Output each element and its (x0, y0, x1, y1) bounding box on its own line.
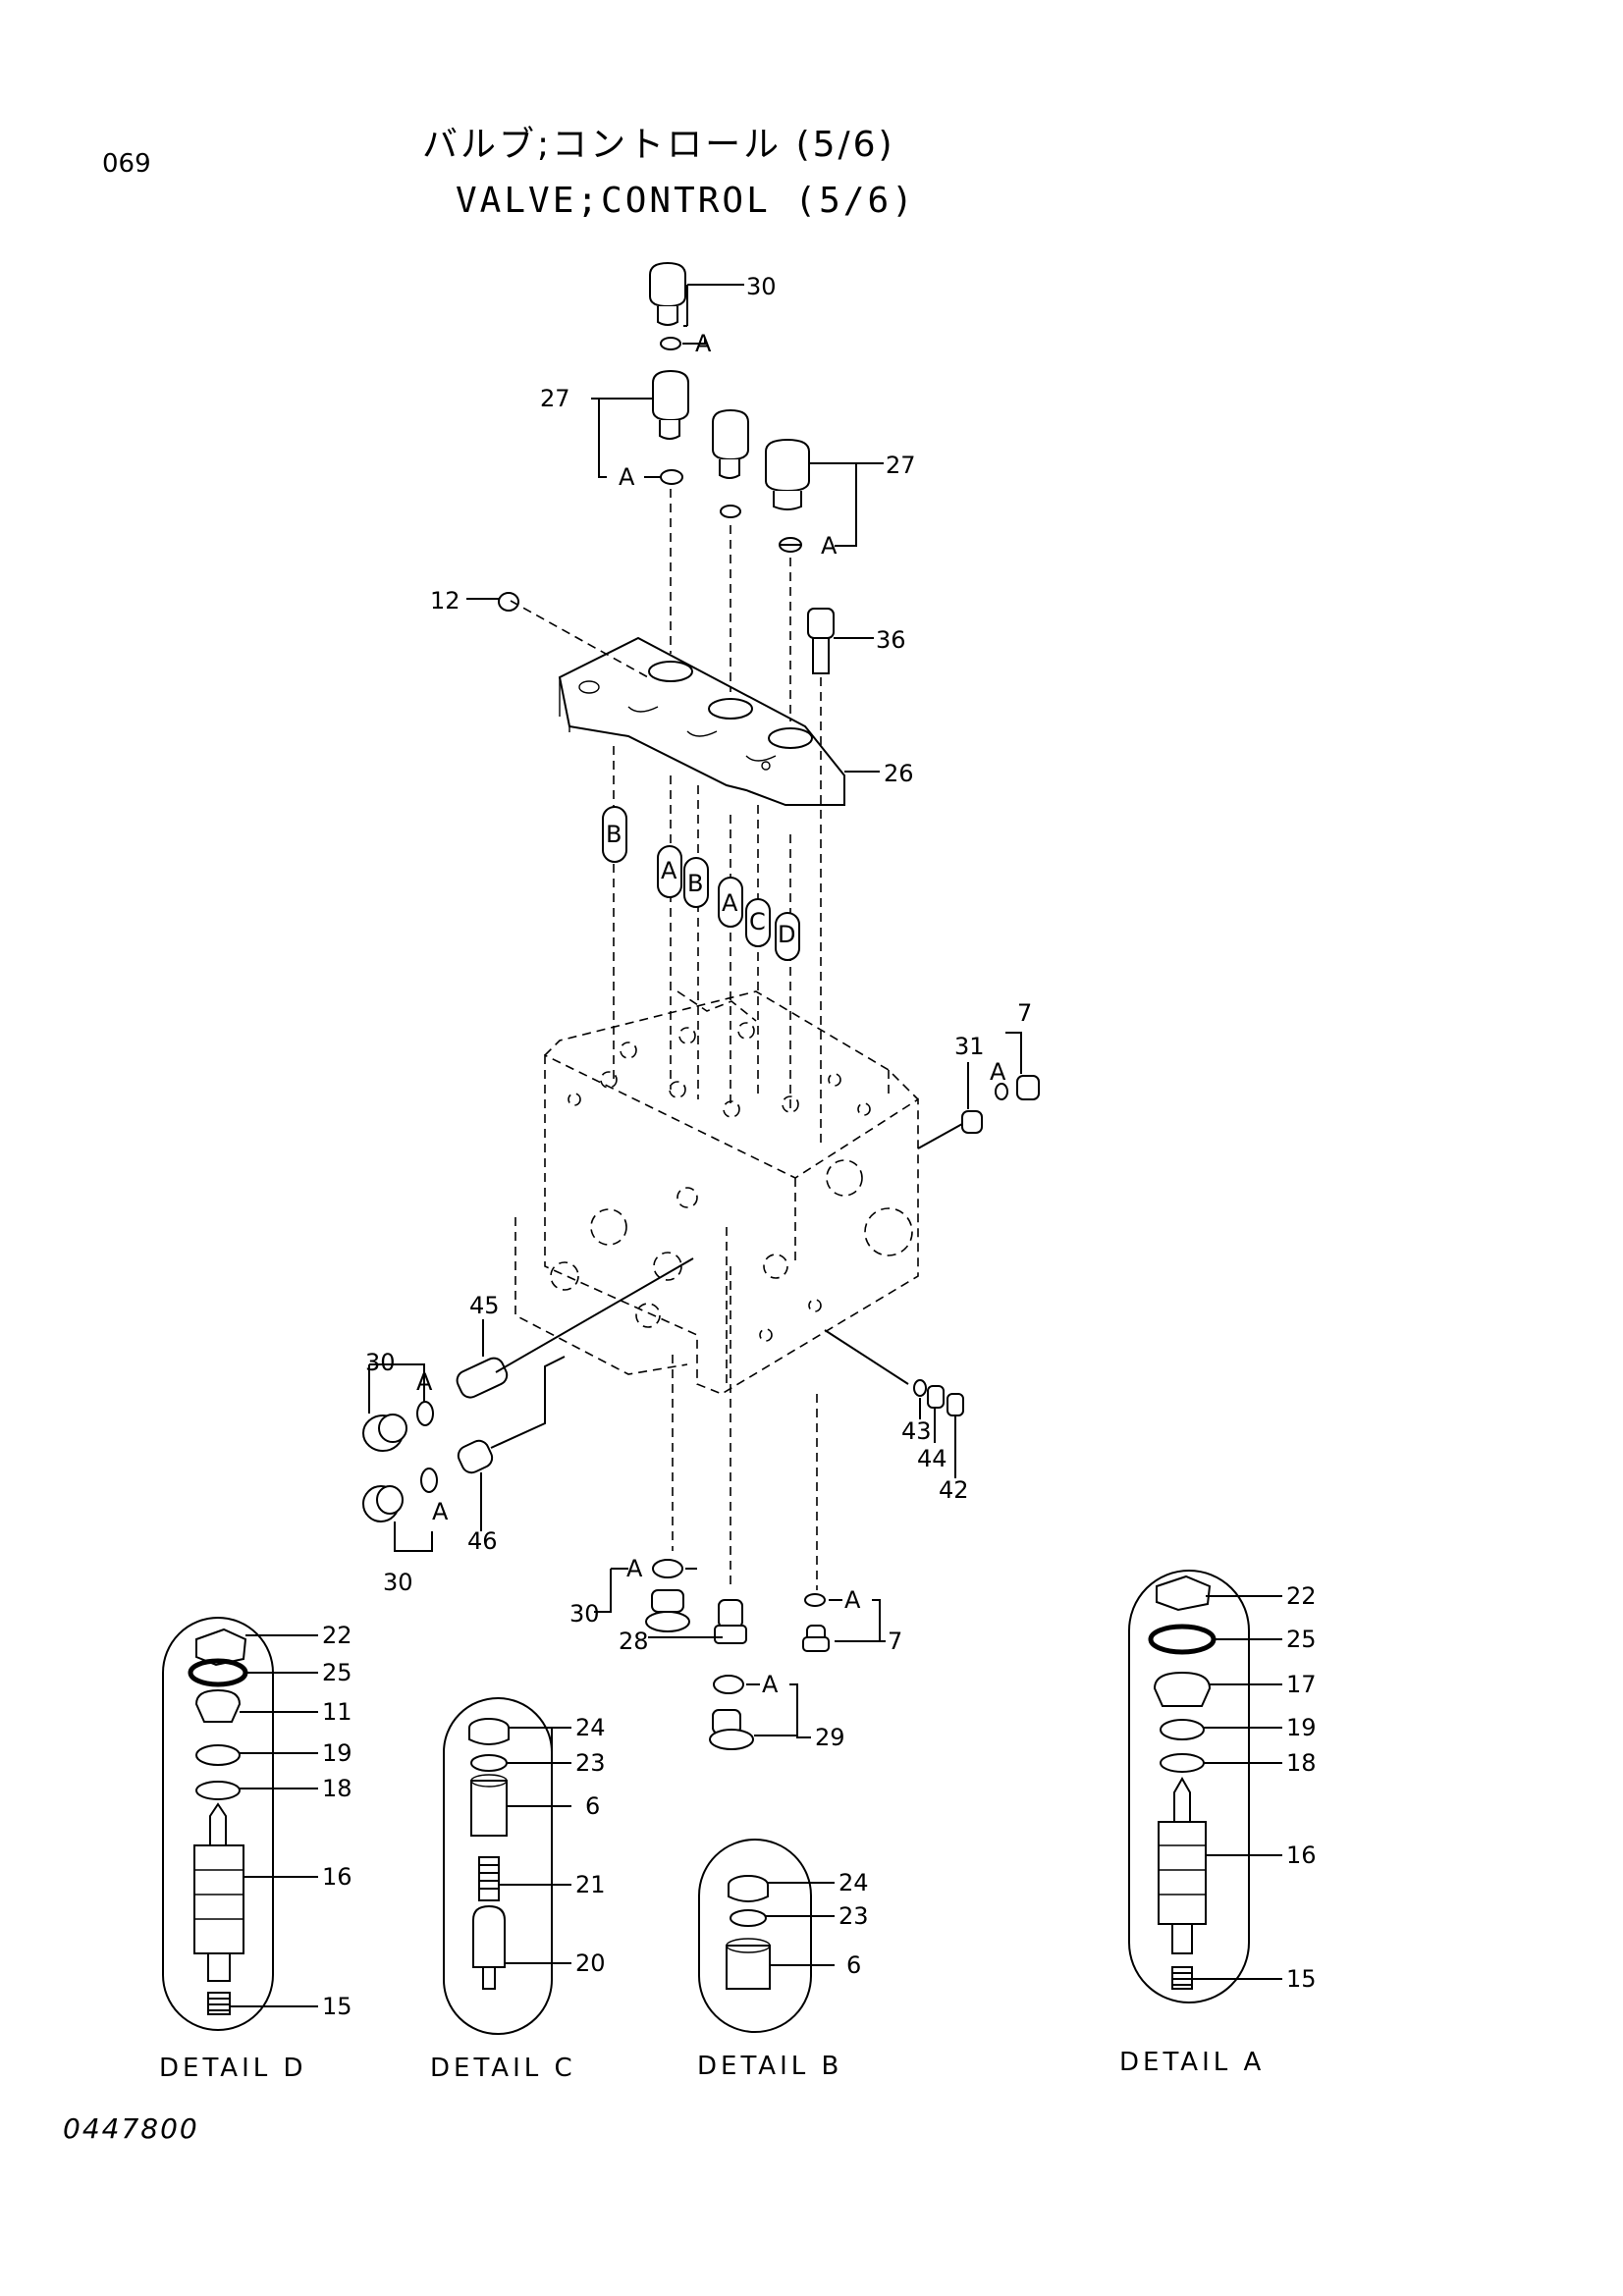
callout-a-29: A (762, 1671, 779, 1698)
spool-45 (456, 1357, 509, 1399)
ref-d: D (778, 921, 795, 948)
plug-30-left-2 (362, 1468, 438, 1522)
callout-36: 36 (876, 626, 906, 654)
detail-c-frame (443, 1697, 553, 2035)
spool-46 (457, 1439, 494, 1474)
drawing-number: 0447800 (63, 2112, 199, 2145)
plug-30-top (649, 261, 686, 326)
plug-12 (498, 592, 519, 612)
detail-a-frame (1128, 1570, 1250, 2003)
page-code: 069 (102, 149, 151, 179)
plug-middle (712, 408, 749, 479)
ref-capsules (602, 806, 800, 961)
callout-a-30-bottom: A (626, 1555, 643, 1582)
detail-c-21: 21 (575, 1871, 606, 1898)
detail-a-16: 16 (1286, 1842, 1317, 1869)
bolt-36 (807, 608, 835, 674)
detail-a-15: 15 (1286, 1965, 1317, 1993)
title-english: VALVE;CONTROL (5/6) (456, 181, 916, 221)
callout-a-7-bottom: A (844, 1586, 861, 1614)
o-ring-top (660, 337, 681, 350)
callout-7-bottom: 7 (888, 1628, 902, 1655)
detail-c-24: 24 (575, 1714, 606, 1741)
spacer-44 (927, 1385, 945, 1409)
detail-d-18: 18 (322, 1775, 352, 1802)
plug-27-left (652, 369, 689, 440)
callout-43: 43 (901, 1417, 932, 1445)
detail-a-22: 22 (1286, 1582, 1317, 1610)
callout-46: 46 (467, 1527, 498, 1555)
callout-27-left: 27 (540, 385, 570, 412)
plug-31 (961, 1110, 983, 1134)
callout-a-27-left: A (619, 463, 635, 491)
detail-d-19: 19 (322, 1739, 352, 1767)
o-ring-29 (713, 1675, 744, 1694)
plug-28 (714, 1599, 747, 1644)
detail-a-18: 18 (1286, 1749, 1317, 1777)
o-ring-43 (913, 1379, 927, 1397)
callout-30-bottom: 30 (569, 1600, 600, 1628)
callout-45: 45 (469, 1292, 500, 1319)
callout-a-27-right: A (821, 532, 838, 560)
callout-12: 12 (430, 587, 460, 614)
detail-d-22: 22 (322, 1622, 352, 1649)
detail-d-label: DETAIL D (159, 2054, 307, 2083)
plug-27-right (765, 438, 810, 510)
callout-a-left-2: A (432, 1498, 449, 1525)
detail-d-frame (162, 1617, 274, 2031)
detail-b-24: 24 (839, 1869, 869, 1896)
plug-42 (947, 1393, 964, 1416)
plug-30-left-1 (362, 1401, 434, 1452)
ref-b-1: B (606, 821, 622, 848)
plug-30-bottom (645, 1589, 690, 1632)
plug-7-bottom (802, 1625, 830, 1652)
callout-31: 31 (954, 1033, 985, 1060)
detail-c-6: 6 (585, 1792, 600, 1820)
callout-7-top: 7 (1017, 999, 1032, 1027)
ref-b-2: B (687, 870, 703, 897)
callout-30-left-1: 30 (365, 1349, 396, 1376)
callout-a-7-top: A (990, 1058, 1006, 1086)
cover-26 (558, 636, 845, 806)
callout-29: 29 (815, 1724, 845, 1751)
detail-b-frame (698, 1839, 812, 2033)
plug-29 (709, 1709, 754, 1750)
callout-a-left-1: A (416, 1368, 433, 1396)
detail-b-6: 6 (846, 1951, 861, 1979)
title-japanese: バルブ;コントロール (5/6) (422, 125, 895, 165)
detail-d-16: 16 (322, 1863, 352, 1891)
plug-7-side (995, 1075, 1040, 1100)
detail-c-20: 20 (575, 1949, 606, 1977)
callout-30-left-2: 30 (383, 1569, 413, 1596)
detail-b-label: DETAIL B (697, 2052, 843, 2081)
callout-27-right: 27 (886, 452, 916, 479)
detail-d-25: 25 (322, 1659, 352, 1686)
detail-a-label: DETAIL A (1119, 2048, 1266, 2077)
ref-a-1: A (661, 857, 677, 884)
detail-b-23: 23 (839, 1902, 869, 1930)
valve-body (514, 990, 919, 1395)
detail-c-23: 23 (575, 1749, 606, 1777)
o-ring-7-bottom (804, 1593, 826, 1607)
o-ring-middle (720, 505, 741, 518)
detail-c-label: DETAIL C (430, 2054, 576, 2083)
callout-42: 42 (939, 1476, 969, 1504)
detail-a-17: 17 (1286, 1671, 1317, 1698)
ref-a-2: A (722, 889, 738, 917)
o-ring-27-left (660, 469, 683, 485)
callout-26: 26 (884, 760, 914, 787)
callout-28: 28 (619, 1628, 649, 1655)
callout-a-top: A (695, 330, 712, 357)
detail-a-25: 25 (1286, 1626, 1317, 1653)
detail-d-15: 15 (322, 1993, 352, 2020)
ref-c: C (749, 908, 766, 935)
callout-44: 44 (917, 1445, 947, 1472)
callout-30-top: 30 (746, 273, 777, 300)
o-ring-30-bottom (652, 1559, 683, 1578)
detail-d-11: 11 (322, 1698, 352, 1726)
detail-a-19: 19 (1286, 1714, 1317, 1741)
